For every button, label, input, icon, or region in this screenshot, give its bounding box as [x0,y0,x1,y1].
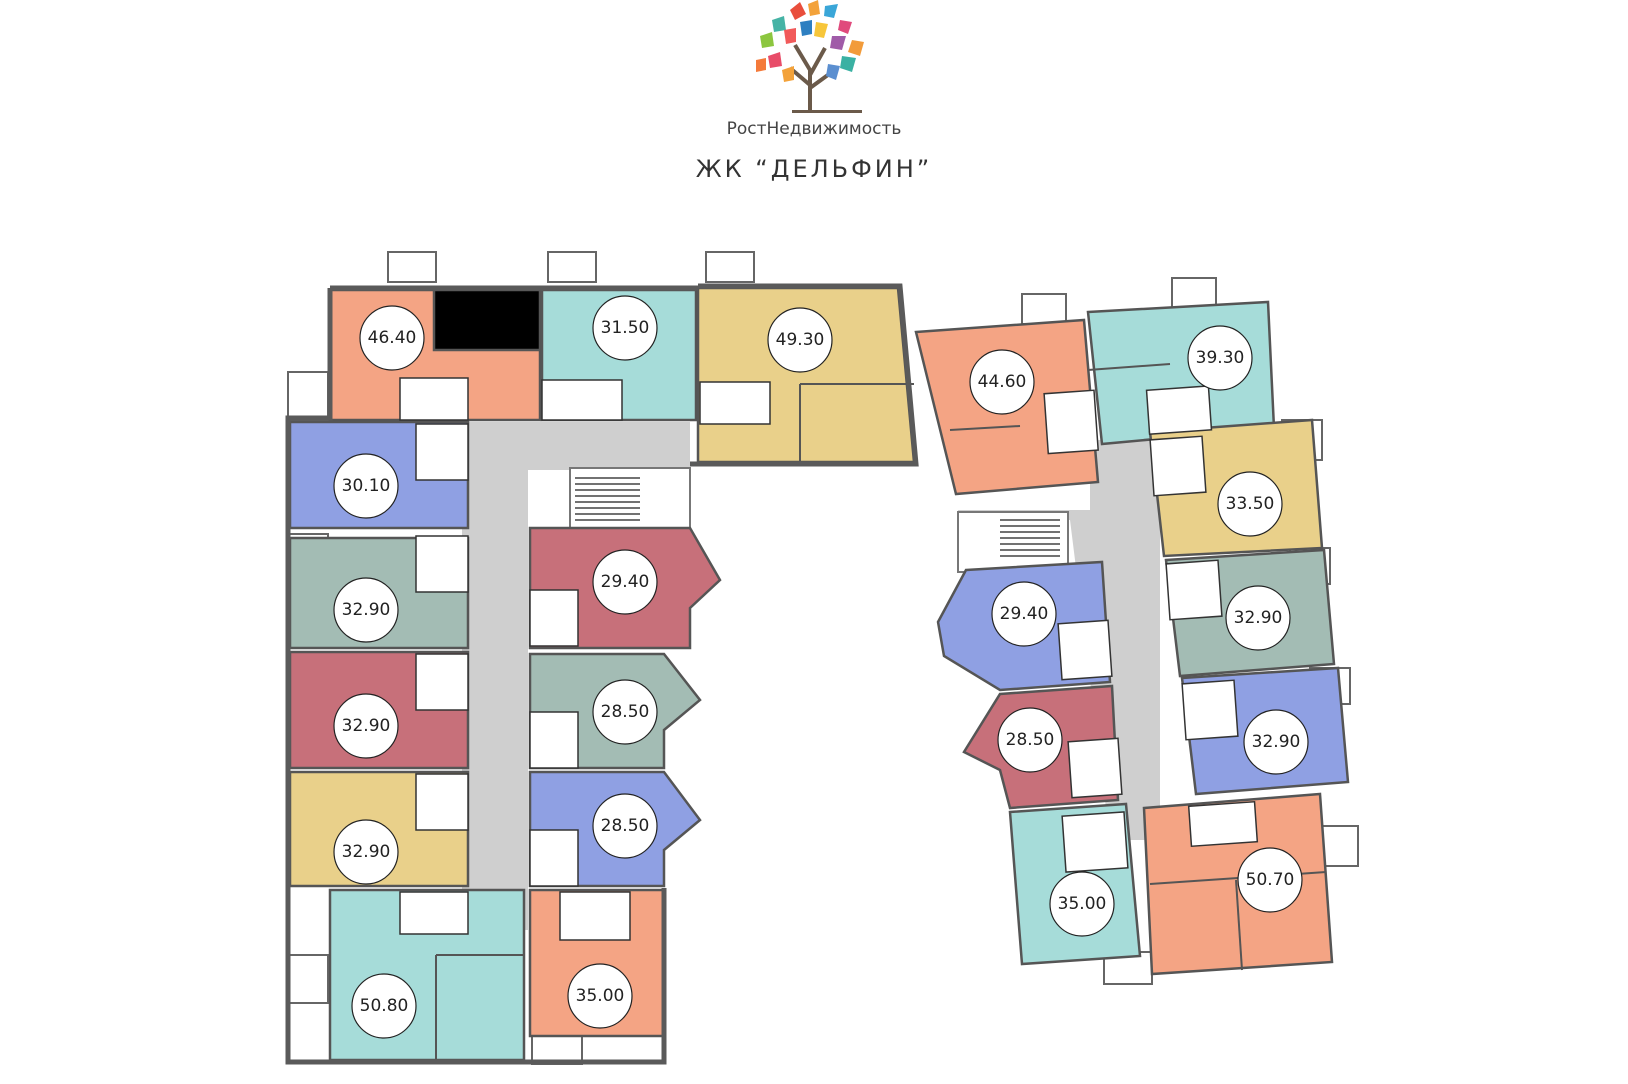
apartment-area-label: 50.80 [360,996,409,1016]
apartment-area-label: 32.90 [342,600,391,620]
bathroom [529,829,579,887]
area-label-circle [1187,325,1253,391]
balcony [287,371,329,421]
apartment-area-label: 49.30 [776,330,825,350]
bathroom [1149,435,1207,497]
apartment-area-label: 35.00 [1058,894,1107,914]
bathroom [529,589,579,647]
area-label-circle [333,819,399,885]
area-label-circle [767,307,833,373]
apartment-area-label: 46.40 [368,328,417,348]
bathroom [1181,679,1239,741]
balcony [547,251,597,283]
apartment-area-label: 33.50 [1226,494,1275,514]
bathroom [415,653,469,711]
apartment-area-label: 29.40 [1000,604,1049,624]
area-label-circle [333,577,399,643]
bathroom [1145,385,1213,435]
area-label-circle [333,453,399,519]
bathroom [699,381,771,425]
apartment-area-label: 32.90 [342,842,391,862]
area-label-circle [333,693,399,759]
area-label-circle [359,305,425,371]
left-building [285,251,919,1065]
bathroom [415,535,469,593]
bathroom [415,423,469,481]
company-logo [756,0,864,113]
bathroom [1043,389,1099,455]
room [432,288,542,352]
balcony [287,954,329,1004]
area-label-circle [1237,847,1303,913]
apartment-area-label: 32.90 [342,716,391,736]
apartment-area-label: 29.40 [601,572,650,592]
area-labels: 46.40 31.50 49.30 30.10 32.90 32.90 32.90 50.80… [333,295,1309,1039]
area-label-circle [1225,585,1291,651]
bathroom [1187,800,1259,848]
apartment-area-label: 31.50 [601,318,650,338]
bathroom [559,891,631,941]
area-label-circle [991,581,1057,647]
area-label-circle [592,793,658,859]
bathroom [415,773,469,831]
bathroom [541,379,623,421]
apartment-area-label: 50.70 [1246,870,1295,890]
bathroom [1165,559,1223,621]
area-label-circle [592,679,658,745]
stairwell-right [957,511,1069,573]
bathroom [399,891,469,935]
bathroom [529,711,579,769]
project-title: ЖК “ДЕЛЬФИН” [695,155,933,183]
corridor-left [462,422,690,930]
bathroom [1061,811,1129,873]
bathroom [1057,619,1113,681]
area-label-circle [1243,709,1309,775]
area-label-circle [592,549,658,615]
tree-logo-icon [756,0,864,113]
area-label-circle [351,973,417,1039]
area-label-circle [592,295,658,361]
area-label-circle [997,707,1063,773]
apartment-area-label: 32.90 [1252,732,1301,752]
brand-name: РостНедвижимость [726,119,902,139]
apartment-area-label: 39.30 [1196,348,1245,368]
balcony [1171,277,1217,309]
apartment-area-label: 35.00 [576,986,625,1006]
balcony [1021,293,1067,325]
apartment-area-label: 32.90 [1234,608,1283,628]
apartment-area-label: 28.50 [601,702,650,722]
area-label-circle [567,963,633,1029]
apartment-area-label: 28.50 [1006,730,1055,750]
area-label-circle [969,349,1035,415]
stairwell-left [569,467,691,529]
bathroom [399,377,469,421]
stairs-right [1000,519,1060,557]
bathroom [1067,737,1123,799]
area-label-circle [1049,871,1115,937]
balcony [705,251,755,283]
area-label-circle [1217,471,1283,537]
apartment-area-label: 30.10 [342,476,391,496]
apartment-area-label: 28.50 [601,816,650,836]
apartment-area-label: 44.60 [978,372,1027,392]
balcony [387,251,437,283]
stairs-left [575,477,640,521]
